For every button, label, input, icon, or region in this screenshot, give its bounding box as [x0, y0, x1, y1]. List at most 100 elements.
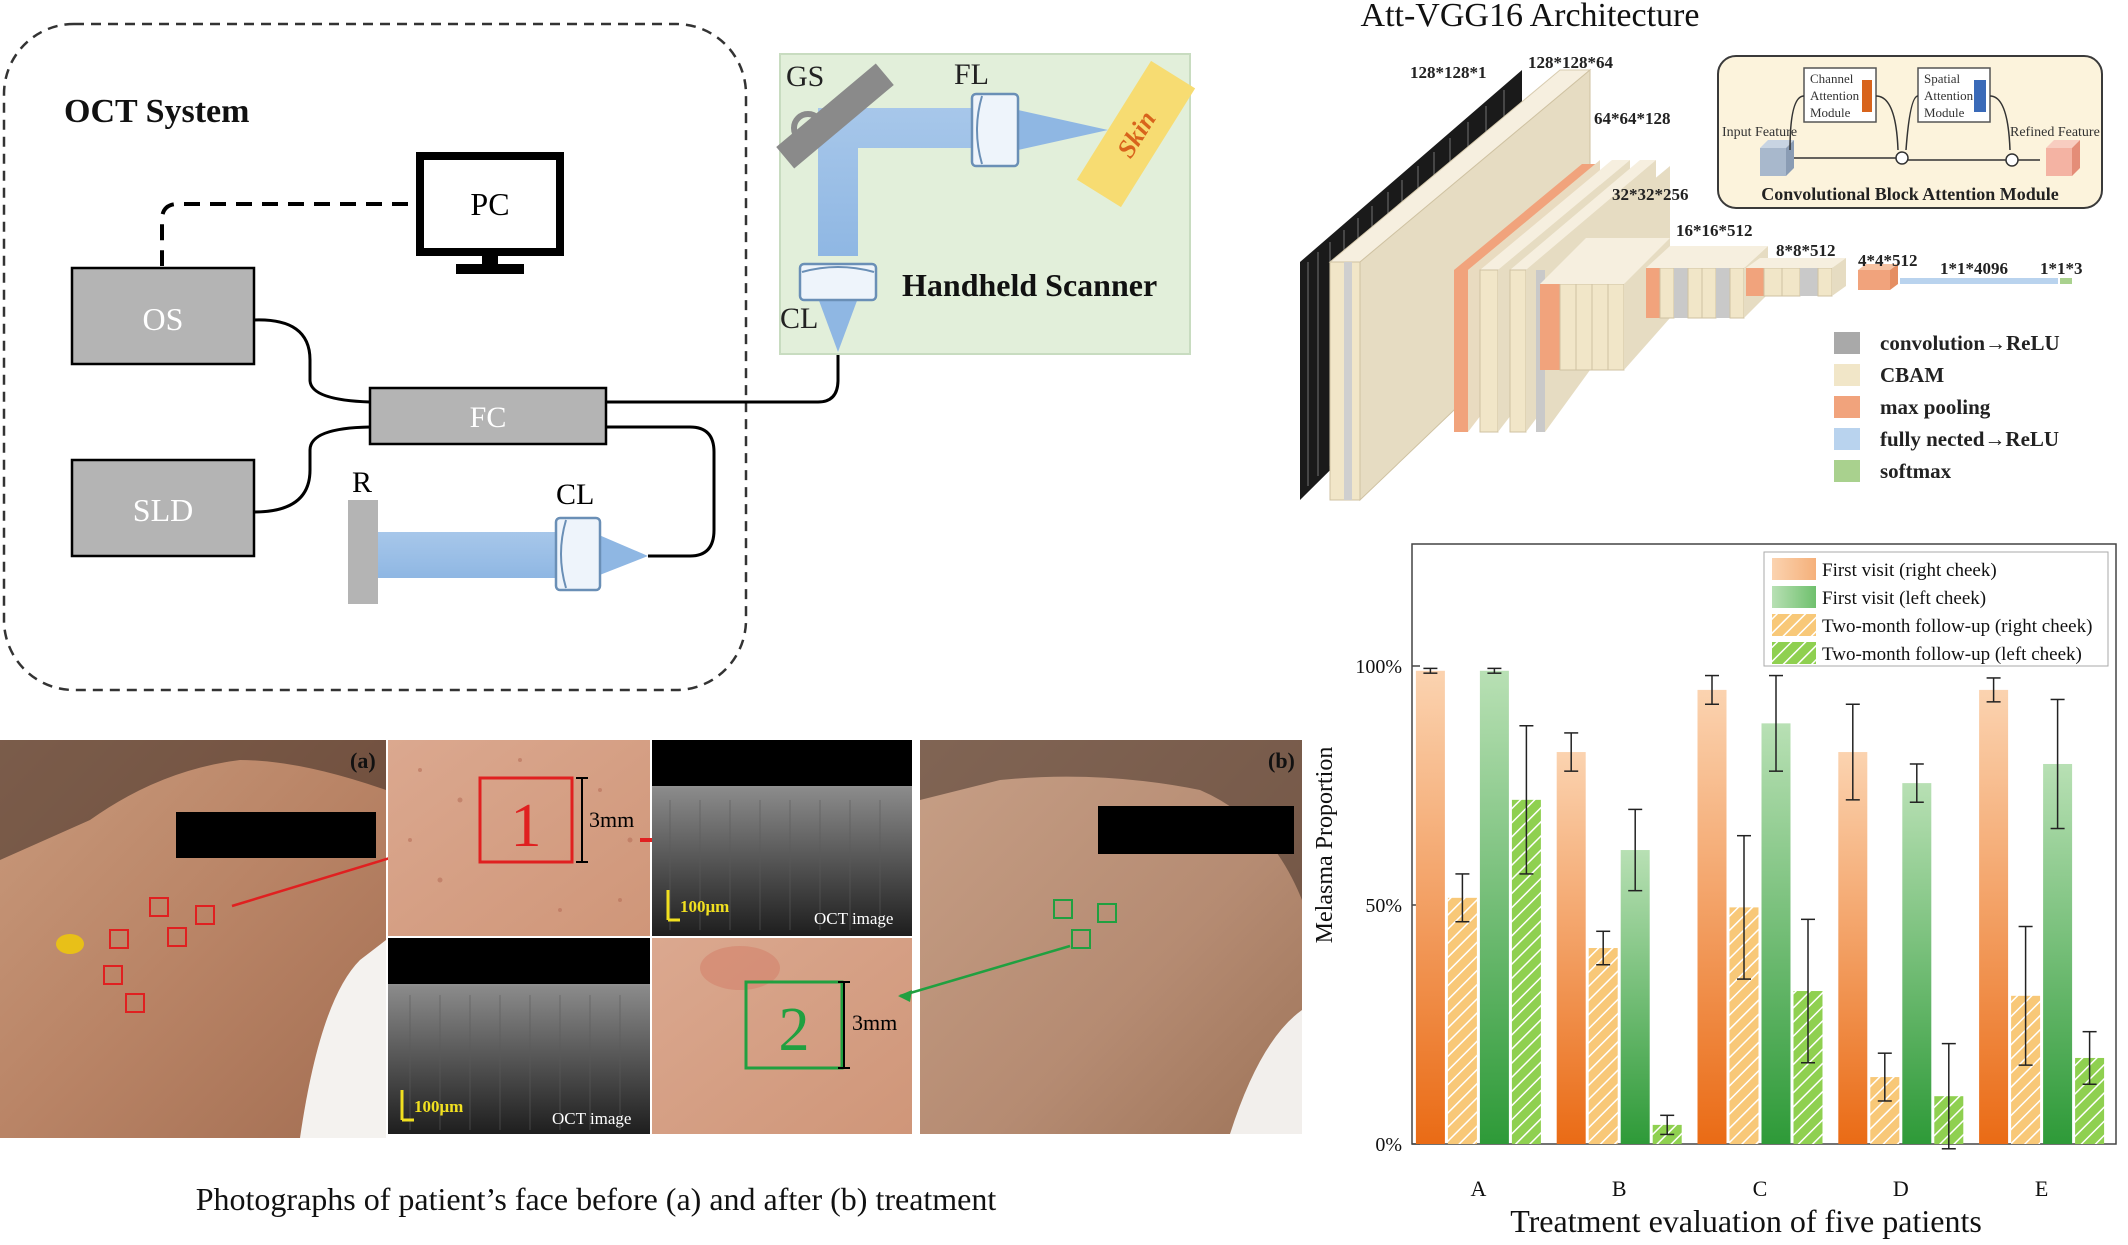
oct-1-scale-bar [666, 890, 680, 922]
legend-label-fc: fully nected→ReLU [1880, 427, 2059, 451]
patient-photographs: (a) 1 3mm 100μm OCT image [0, 740, 1302, 1217]
legend-swatch-pool [1834, 396, 1860, 418]
channel-attention-line1: Channel [1810, 71, 1854, 86]
cbam-inset: Input Feature Channel Attention Module S… [1717, 55, 2103, 209]
legend-swatch-softmax [1834, 460, 1860, 482]
sld-label: SLD [133, 492, 193, 528]
y-axis-label: Melasma Proportion [1312, 747, 1338, 944]
face-b-measurement-markers [1053, 899, 1117, 949]
region-1-number: 1 [511, 792, 542, 860]
bar-E-series-0 [1979, 689, 2009, 1144]
chart-legend: First visit (right cheek) First visit (l… [1763, 551, 2109, 667]
dim-label-block3: 32*32*256 [1612, 185, 1689, 204]
legend-swatch-first-left [1772, 586, 1816, 608]
os-label: OS [143, 301, 184, 337]
cbam-input-cube [1760, 140, 1794, 176]
pc-label: PC [470, 186, 509, 222]
dermoscopy-region-1 [388, 740, 650, 936]
x-axis-label: Treatment evaluation of five patients [1510, 1203, 1982, 1239]
legend-swatch-follow-right [1772, 614, 1816, 636]
legend-text-follow-left: Two-month follow-up (left cheek) [1822, 644, 2082, 665]
legend-swatch-cbam [1834, 364, 1860, 386]
scanner-lens-label: CL [780, 302, 818, 335]
oct-system-diagram: OCT System PC OS SLD FC R [2, 22, 840, 692]
architecture-title: Att-VGG16 Architecture [1361, 0, 1700, 34]
region-2-box [744, 980, 844, 1070]
os-box [70, 266, 256, 366]
cbam-title: Convolutional Block Attention Module [1761, 184, 2059, 204]
oct-2-scale-bar [400, 1090, 414, 1122]
legend-swatch-conv [1834, 332, 1860, 354]
spatial-attention-line2: Attention [1924, 88, 1974, 103]
oct-image-1-speckle [669, 800, 881, 930]
bar-D-series-0 [1838, 752, 1868, 1144]
oct-1-caption: OCT image [814, 909, 893, 928]
sld-box [70, 458, 256, 558]
dim-label-block6: 4*4*512 [1858, 251, 1918, 270]
scanner-focus-cone [1018, 110, 1108, 150]
x-tick-label: B [1612, 1176, 1627, 1201]
oct-1-scale-label: 100μm [680, 897, 729, 916]
focusing-lens-label: FL [954, 58, 989, 91]
dim-label-softmax: 1*1*3 [2040, 259, 2083, 278]
dim-label-block2: 64*64*128 [1594, 109, 1671, 128]
legend-swatch-follow-left [1772, 642, 1816, 664]
y-axis-ticks: 0%50%100% [1355, 656, 1420, 1156]
scanner-lower-cone [818, 298, 858, 352]
reference-mirror-label: R [352, 466, 372, 499]
y-tick-label: 50% [1365, 895, 1402, 917]
dermoscopy-region-2 [652, 938, 912, 1134]
bar-B-series-2 [1620, 850, 1650, 1144]
fc-box [368, 386, 608, 446]
layer-dimension-labels: 128*128*1 128*128*64 64*64*128 32*32*256… [1410, 53, 2083, 278]
dim-label-fc: 1*1*4096 [1940, 259, 2008, 278]
channel-attention-line3: Module [1810, 105, 1851, 120]
scanner-beam [818, 108, 990, 256]
region-2-number: 2 [779, 996, 810, 1064]
cbam-refined-label: Refined Feature [2010, 125, 2100, 140]
bar-series-group [1415, 667, 2105, 1150]
bar-A-series-0 [1415, 670, 1445, 1144]
reference-collimating-lens [554, 516, 602, 592]
oct-system-title: OCT System [64, 93, 249, 130]
photos-caption: Photographs of patient’s face before (a)… [196, 1181, 997, 1217]
dim-label-block5: 8*8*512 [1776, 241, 1836, 260]
reference-lens-label: CL [556, 478, 594, 511]
region-1-scale-bracket [576, 777, 588, 863]
x-axis-ticks: A B C D E [1470, 1176, 2048, 1201]
x-tick-label: D [1893, 1176, 1909, 1201]
x-tick-label: A [1470, 1176, 1486, 1201]
network-layer-stack [1300, 68, 2072, 502]
x-tick-label: C [1753, 1176, 1768, 1201]
cbam-multiply-2 [2005, 153, 2019, 167]
panel-b-label: (b) [1268, 748, 1295, 773]
legend-swatch-fc [1834, 428, 1860, 450]
legend-text-follow-right: Two-month follow-up (right cheek) [1822, 616, 2092, 637]
pc-os-dashed-link [160, 202, 408, 266]
x-tick-label: E [2035, 1176, 2048, 1201]
bar-A-series-1 [1447, 897, 1477, 1144]
fc-label: FC [470, 401, 507, 434]
spatial-attention-line3: Module [1924, 105, 1965, 120]
bar-C-series-2 [1761, 723, 1791, 1144]
reference-mirror [348, 500, 378, 604]
legend-label-pool: max pooling [1880, 395, 1991, 419]
legend-text-first-right: First visit (right cheek) [1822, 560, 1997, 581]
face-a-censor-bar [176, 812, 376, 858]
y-tick-label: 100% [1355, 656, 1402, 678]
oct-image-2-speckle [409, 995, 621, 1130]
att-vgg16-architecture: Att-VGG16 Architecture [1300, 0, 2103, 502]
region-1-box [478, 776, 574, 864]
legend-swatch-first-right [1772, 558, 1816, 580]
cbam-output-cube [2046, 140, 2080, 176]
bar-B-series-1 [1588, 948, 1618, 1144]
pc-monitor-icon [416, 152, 564, 274]
oct-2-caption: OCT image [552, 1109, 631, 1128]
cbam-input-label: Input Feature [1722, 125, 1797, 140]
bar-A-series-2 [1479, 670, 1509, 1144]
region-1-scale-label: 3mm [589, 807, 634, 832]
legend-text-first-left: First visit (left cheek) [1822, 588, 1986, 609]
chart-legend-box [1763, 551, 2109, 667]
